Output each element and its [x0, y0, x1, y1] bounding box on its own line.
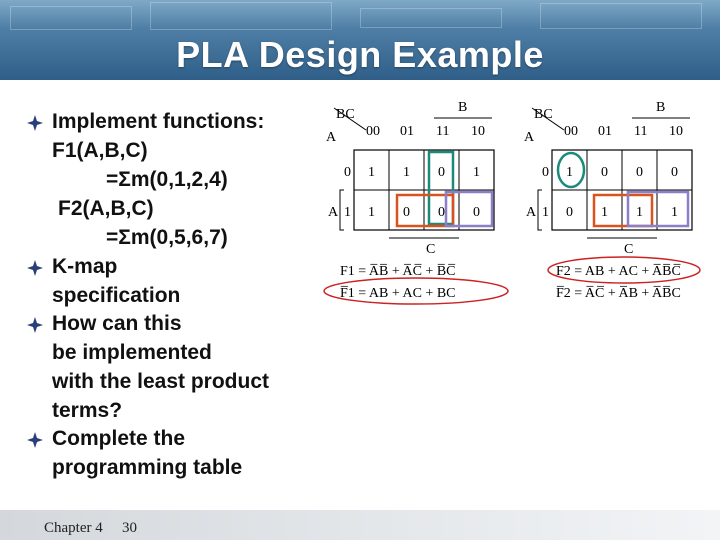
kmap-f1-c-label: C: [426, 242, 435, 257]
kmap-f1-a-label: A: [326, 130, 337, 145]
kmap-f2-cell-0-0: 1: [566, 165, 573, 180]
kmap-f2-cell-0-1: 0: [601, 165, 608, 180]
kmap-f2-eq-bar: F̅2 = A̅C̅ + A̅B + A̅B̅C: [556, 285, 681, 301]
kmap-f1-cell-0-3: 1: [473, 165, 480, 180]
kmap-f1-cell-1-3: 0: [473, 205, 480, 220]
kmap-f2-col-0: 00: [564, 124, 578, 139]
kmap-f1: BC A B 00 01 11 10 0 A 1 1 1 0 1 1 0 0 0…: [323, 100, 509, 305]
kmap-f2-c-label: C: [624, 242, 633, 257]
kmap-f2-col-2: 11: [634, 124, 647, 139]
kmap-f1-bc-label: BC: [336, 107, 355, 122]
footer-page-number: 30: [122, 520, 137, 536]
kmap-f2-cell-1-0: 0: [566, 205, 573, 220]
kmap-f1-cell-1-1: 0: [403, 205, 410, 220]
kmap-f1-cell-1-2: 0: [438, 205, 445, 220]
bullet-4-line-1: Complete the: [52, 427, 186, 450]
kmap-f1-cell-0-0: 1: [368, 165, 375, 180]
kmap-f2-col-3: 10: [669, 124, 683, 139]
kmap-f1-purple-group: [444, 190, 494, 228]
kmap-f1-orange-group: [395, 193, 455, 228]
bullet-1: Implement functions:: [27, 108, 328, 136]
bullet-4: Complete the: [27, 425, 328, 453]
kmap-f1-cell-1-0: 1: [368, 205, 375, 220]
kmap-f2-row-1: 1: [542, 205, 549, 220]
kmap-f1-row-0: 0: [344, 165, 351, 180]
kmap-f2-row-0: 0: [542, 165, 549, 180]
diamond-bullet-icon: [27, 260, 43, 276]
kmap-f2: BC A B 00 01 11 10 0 A 1 1 0 0 0 0 1 1 1…: [524, 100, 701, 301]
bullet-3: How can this: [27, 310, 328, 338]
title-banner: PLA Design Example: [0, 0, 720, 80]
bullet-3-line-2: be implemented: [52, 341, 212, 364]
kmap-f1-col-2: 11: [436, 124, 449, 139]
bullet-1-line-1: Implement functions:: [52, 110, 265, 133]
slide-title: PLA Design Example: [176, 34, 544, 75]
kmap-f1-row-1: 1: [344, 205, 351, 220]
diamond-bullet-icon: [27, 115, 43, 131]
kmap-f2-cell-0-2: 0: [636, 165, 643, 180]
kmap-f2-cell-0-3: 0: [671, 165, 678, 180]
kmap-f1-eq-circle: [323, 277, 509, 305]
bullet-2-line-2: specification: [52, 284, 181, 307]
bullet-3-line-3: with the least product: [52, 370, 270, 393]
kmap-f1-teal-group: [427, 150, 455, 226]
kmap-f1-eq-bar: F̅1 = AB + AC + BC: [340, 286, 456, 301]
bullet-2: K-map: [27, 253, 328, 281]
bullet-1-line-5: =Σm(0,5,6,7): [106, 226, 228, 249]
kmap-f2-a-label: A: [524, 130, 535, 145]
kmap-f1-cell-0-1: 1: [403, 165, 410, 180]
bullet-4-line-2: programming table: [52, 456, 243, 479]
kmap-f2-purple-group: [626, 190, 690, 228]
kmap-f1-col-1: 01: [400, 124, 414, 139]
kmap-f2-cell-1-2: 1: [636, 205, 643, 220]
kmap-f2-cell-1-3: 1: [671, 205, 678, 220]
kmap-f1-a-row-label: A: [328, 205, 339, 220]
kmap-f2-b-label: B: [656, 100, 665, 115]
kmap-f1-b-label: B: [458, 100, 467, 115]
kmap-f2-col-1: 01: [598, 124, 612, 139]
diamond-bullet-icon: [27, 432, 43, 448]
kmap-f1-col-3: 10: [471, 124, 485, 139]
kmap-f2-cell-1-1: 1: [601, 205, 608, 220]
kmap-f2-eq-circle: [547, 256, 701, 284]
footer-bar: Chapter 4 30: [0, 510, 720, 540]
kmap-f2-eq: F2 = AB + AC + A̅B̅C̅: [556, 263, 681, 279]
bullet-3-line-4: terms?: [52, 399, 123, 422]
bullet-1-line-3: =Σm(0,1,2,4): [106, 168, 228, 191]
kmaps-figure: BC A B 00 01 11 10 0 A 1 1 1 0 1 1 0 0 0…: [316, 92, 702, 310]
kmap-f2-bc-label: BC: [534, 107, 553, 122]
bullet-3-line-1: How can this: [52, 312, 182, 335]
kmap-f1-cell-0-2: 0: [438, 165, 445, 180]
kmap-f1-eq: F1 = A̅B̅ + A̅C̅ + B̅C̅: [340, 263, 456, 279]
diamond-bullet-icon: [27, 317, 43, 333]
bullet-1-line-4: F2(A,B,C): [58, 197, 154, 220]
bullet-2-line-1: K-map: [52, 255, 118, 278]
kmap-f2-a-row-label: A: [526, 205, 537, 220]
footer-chapter: Chapter 4: [44, 520, 103, 536]
bullet-1-line-2: F1(A,B,C): [52, 139, 148, 162]
kmap-f2-teal-group: [556, 151, 586, 189]
bullet-list: Implement functions: F1(A,B,C) =Σm(0,1,2…: [27, 108, 328, 482]
kmap-f2-orange-group: [592, 193, 654, 228]
kmap-f1-col-0: 00: [366, 124, 380, 139]
